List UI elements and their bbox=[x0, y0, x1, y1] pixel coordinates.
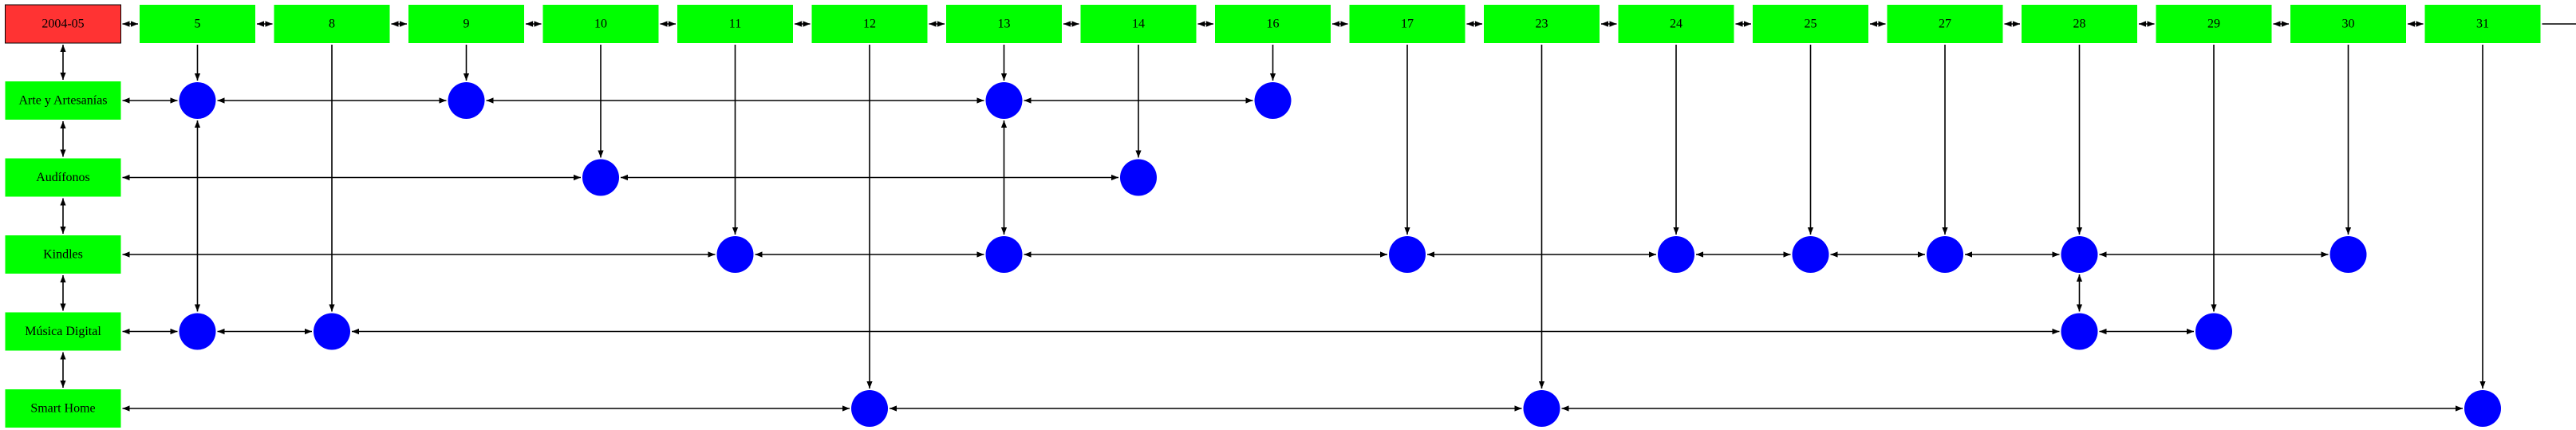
category-node-musica-digital bbox=[5, 312, 121, 351]
day-node-13 bbox=[946, 5, 1062, 43]
category-node-smart-home bbox=[5, 389, 121, 428]
day-node-23-label: 23 bbox=[1536, 18, 1548, 31]
event-node-kindles-13 bbox=[985, 236, 1023, 273]
day-node-16 bbox=[1215, 5, 1331, 43]
event-node-kindles-30 bbox=[2329, 236, 2367, 273]
day-node-24 bbox=[1618, 5, 1734, 43]
event-node-kindles-28 bbox=[2061, 236, 2098, 273]
day-node-13-label: 13 bbox=[998, 18, 1011, 31]
day-node-29-label: 29 bbox=[2207, 18, 2220, 31]
event-node-audifonos-10 bbox=[582, 159, 619, 196]
day-node-8 bbox=[274, 5, 390, 43]
day-node-14-label: 14 bbox=[1132, 18, 1145, 31]
day-node-23 bbox=[1484, 5, 1600, 43]
day-node-11 bbox=[677, 5, 793, 43]
event-node-audifonos-14 bbox=[1120, 159, 1157, 196]
day-node-27-label: 27 bbox=[1939, 18, 1951, 31]
event-node-musica-digital-28 bbox=[2061, 313, 2098, 350]
day-node-10-label: 10 bbox=[594, 18, 607, 31]
day-node-31 bbox=[2424, 5, 2541, 43]
day-node-16-label: 16 bbox=[1267, 18, 1280, 31]
category-node-arte-y-artesanias-label: Arte y Artesanías bbox=[18, 94, 107, 108]
event-node-smart-home-31 bbox=[2464, 390, 2501, 427]
category-node-musica-digital-label: Música Digital bbox=[25, 325, 101, 338]
event-node-kindles-27 bbox=[1927, 236, 1963, 273]
event-node-musica-digital-5 bbox=[179, 313, 216, 350]
category-node-arte-y-artesanias bbox=[5, 81, 121, 120]
day-node-12 bbox=[811, 5, 928, 43]
category-node-audifonos-label: Audífonos bbox=[36, 171, 90, 184]
day-node-5 bbox=[140, 5, 255, 43]
event-node-smart-home-23 bbox=[1523, 390, 1560, 427]
period-node-label: 2004-05 bbox=[41, 18, 84, 31]
event-node-kindles-17 bbox=[1389, 236, 1426, 273]
category-node-smart-home-label: Smart Home bbox=[30, 402, 95, 416]
edges-layer bbox=[60, 21, 2576, 412]
category-node-kindles bbox=[5, 235, 121, 274]
day-node-12-label: 12 bbox=[863, 18, 876, 31]
day-node-14 bbox=[1080, 5, 1197, 43]
day-node-24-label: 24 bbox=[1670, 18, 1682, 31]
day-node-31-label: 31 bbox=[2476, 18, 2489, 31]
day-node-9-label: 9 bbox=[464, 18, 470, 31]
event-node-smart-home-12 bbox=[851, 390, 888, 427]
day-node-8-label: 8 bbox=[329, 18, 335, 31]
event-node-kindles-24 bbox=[1658, 236, 1694, 273]
event-node-arte-y-artesanias-13 bbox=[985, 82, 1023, 119]
day-node-28 bbox=[2022, 5, 2137, 43]
category-node-audifonos bbox=[5, 158, 121, 197]
category-node-kindles-label: Kindles bbox=[43, 248, 83, 262]
event-node-arte-y-artesanias-16 bbox=[1254, 82, 1292, 119]
day-node-28-label: 28 bbox=[2073, 18, 2086, 31]
day-node-17 bbox=[1349, 5, 1466, 43]
period-node bbox=[5, 4, 121, 44]
day-node-11-label: 11 bbox=[729, 18, 741, 31]
day-node-10 bbox=[542, 5, 659, 43]
day-node-30-label: 30 bbox=[2342, 18, 2355, 31]
day-node-9 bbox=[408, 5, 524, 43]
day-node-27 bbox=[1887, 5, 2003, 43]
day-node-5-label: 5 bbox=[195, 18, 201, 31]
day-node-29 bbox=[2156, 5, 2272, 43]
event-node-arte-y-artesanias-5 bbox=[179, 82, 216, 119]
event-node-kindles-25 bbox=[1792, 236, 1829, 273]
event-node-arte-y-artesanias-9 bbox=[448, 82, 485, 119]
day-node-25 bbox=[1753, 5, 1868, 43]
event-node-kindles-11 bbox=[716, 236, 754, 273]
day-node-17-label: 17 bbox=[1401, 18, 1414, 31]
day-node-30 bbox=[2290, 5, 2406, 43]
event-node-musica-digital-29 bbox=[2195, 313, 2232, 350]
event-node-musica-digital-8 bbox=[314, 313, 350, 350]
day-node-25-label: 25 bbox=[1805, 18, 1817, 31]
nodes-layer: 2004-05 5 8 9 10 11 12 13 14 16 17 23 24 25 27 28 29 30 31… bbox=[5, 4, 2541, 428]
